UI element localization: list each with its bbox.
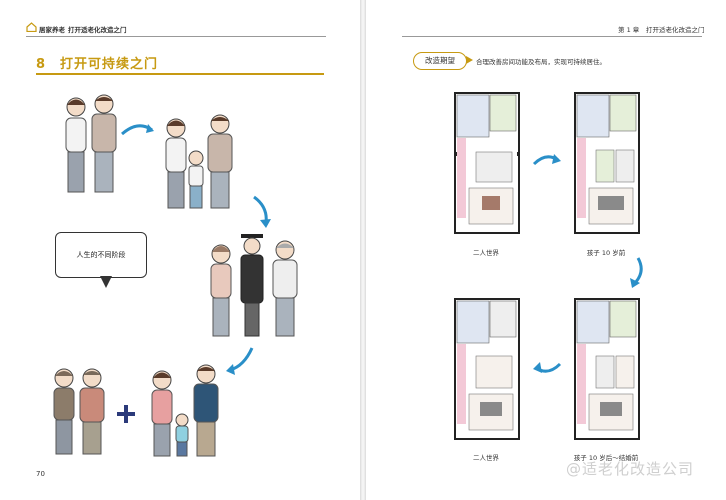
plus-icon: [116, 404, 136, 424]
page-gutter: [359, 0, 367, 500]
header-rule: [402, 36, 702, 37]
expectation-pill: 改造期望: [413, 52, 467, 70]
section-title: 8 打开可持续之门: [36, 57, 159, 72]
older-couple-illustration: [48, 366, 112, 458]
plan-caption-3: 二人世界: [473, 454, 499, 462]
intro-text: 合理改善房间功能及布局，实现可持续居住。: [476, 58, 606, 66]
header-chapter-title: 打开适老化改造之门: [68, 26, 127, 34]
arrow-icon: [224, 346, 256, 376]
plan-caption-1: 二人世界: [473, 249, 499, 257]
floor-plan-1: [454, 92, 520, 234]
arrow-icon: [250, 195, 274, 229]
family-couple-illustration: [60, 92, 124, 196]
arrow-icon: [120, 118, 156, 140]
watermark: @适老化改造公司: [566, 460, 695, 478]
family-with-child-illustration: [160, 110, 240, 212]
arrow-icon: [624, 256, 646, 290]
young-family-illustration: [146, 362, 226, 460]
arrow-icon: [532, 150, 562, 170]
header-series: 居家养老: [39, 26, 65, 34]
left-page: 居家养老 打开适老化改造之门 8 打开可持续之门: [0, 0, 360, 500]
floor-plan-2: [574, 92, 640, 234]
header-chapter-title: 打开适老化改造之门: [646, 26, 705, 34]
section-title-underline: [36, 73, 324, 75]
header-chapter: 第 1 章: [618, 26, 640, 34]
floor-plan-3: [454, 298, 520, 440]
arrow-icon: [532, 358, 562, 378]
speech-bubble: 人生的不同阶段: [55, 232, 147, 288]
family-graduation-illustration: [205, 228, 305, 340]
plan-caption-4: 孩子 10 岁后～结婚前: [573, 454, 639, 462]
header-rule: [26, 36, 326, 37]
floor-plan-4: [574, 298, 640, 440]
page-number: 70: [36, 470, 45, 478]
home-icon: [26, 22, 37, 32]
triangle-icon: [466, 56, 473, 64]
right-page: 第 1 章 打开适老化改造之门 改造期望 合理改善房间功能及布局，实现可持续居住…: [366, 0, 726, 500]
plan-caption-2: 孩子 10 岁前: [586, 249, 626, 257]
